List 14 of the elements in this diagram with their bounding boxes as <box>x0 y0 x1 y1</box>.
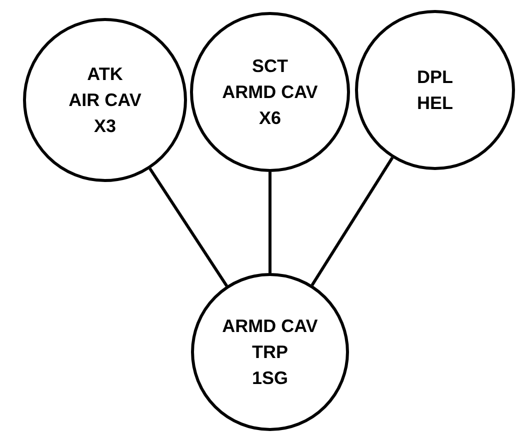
connector-line <box>310 156 394 286</box>
connector-line <box>148 168 228 287</box>
unit-label: SCT <box>252 55 288 78</box>
connector-line <box>268 172 272 273</box>
unit-label: ATK <box>87 63 123 86</box>
unit-label: X3 <box>94 115 116 138</box>
unit-label: DPL <box>417 66 453 89</box>
unit-label: ARMD CAV <box>222 315 318 338</box>
unit-label: X6 <box>258 107 282 130</box>
unit-label: HEL <box>417 92 453 115</box>
unit-label: ARMD CAV <box>222 81 318 104</box>
unit-label: AIR CAV <box>68 89 142 112</box>
unit-label: 1SG <box>252 367 288 390</box>
unit-label: TRP <box>252 341 288 364</box>
